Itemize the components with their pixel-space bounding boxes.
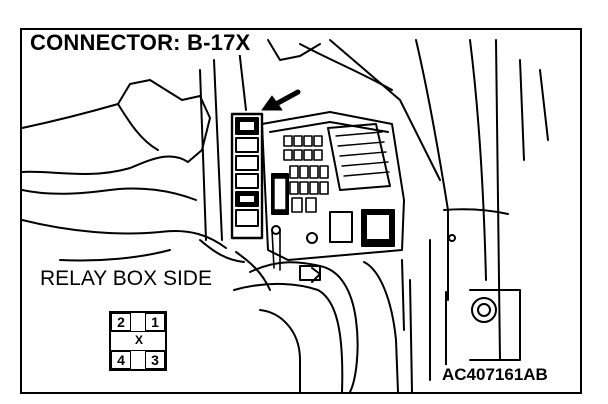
lower-hose [249,261,359,392]
pin-2-label: 2 [117,314,125,330]
pin-4-label: 4 [117,352,125,368]
pin-divider [111,331,165,351]
relay-box-outline [261,111,405,261]
left-harness [22,79,211,175]
pin-cell-4 [111,351,131,369]
connector-b-17x-stack [230,112,264,240]
connector-title: CONNECTOR: B-17X [28,30,253,55]
pointer-arrow [273,89,301,107]
pin-1-label: 1 [151,314,159,330]
connector-pin-diagram: 2 1 4 3 X [109,311,167,371]
relay-box-side-label: RELAY BOX SIDE [38,267,214,291]
pin-cell-1 [145,313,165,331]
pin-cell-3 [145,351,165,369]
center-x-mark: X [134,333,143,347]
pin-3-label: 3 [151,352,159,368]
pin-cell-2 [111,313,131,331]
figure-code: AC407161AB [440,365,550,385]
